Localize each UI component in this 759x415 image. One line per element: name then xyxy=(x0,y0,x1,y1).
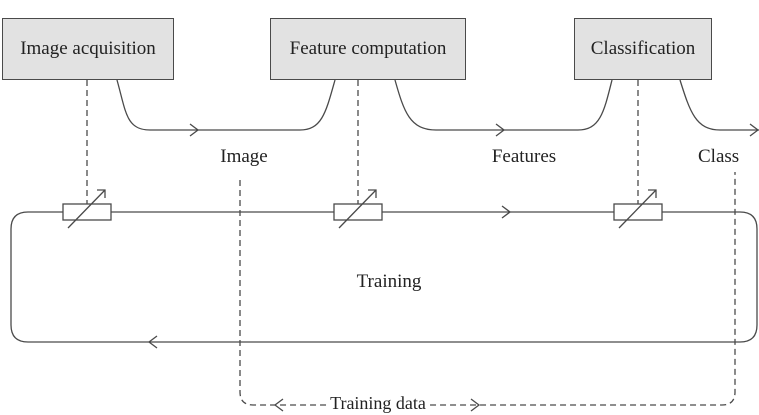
image-acquisition-label: Image acquisition xyxy=(20,38,156,59)
class-label: Class xyxy=(698,146,740,167)
arrowhead-image xyxy=(189,123,200,137)
training-data-label: Training data xyxy=(327,393,429,414)
flow-arrow-to-class xyxy=(679,79,759,131)
flow-arrow-to-features xyxy=(394,79,613,131)
loop-arrowhead-left xyxy=(147,335,158,349)
training-loop xyxy=(10,211,758,343)
flow-arrow-to-image xyxy=(116,79,336,131)
training-label: Training xyxy=(356,271,422,292)
features-label: Features xyxy=(491,146,557,167)
arrowhead-features xyxy=(495,123,506,137)
sensor-image-acquisition xyxy=(62,189,112,229)
classification-label: Classification xyxy=(590,38,696,59)
image-acquisition-box: Image acquisition xyxy=(2,18,174,80)
training-data-arrowhead-right xyxy=(470,398,481,412)
classification-box: Classification xyxy=(574,18,712,80)
arrowhead-class xyxy=(749,123,759,137)
feature-computation-box: Feature computation xyxy=(270,18,466,80)
image-label: Image xyxy=(220,146,268,167)
sensor-classification xyxy=(613,189,663,229)
dashed-taps xyxy=(86,80,639,205)
loop-arrowhead-right xyxy=(501,205,512,219)
feature-computation-label: Feature computation xyxy=(289,38,447,59)
training-data-arrowhead-left xyxy=(273,398,284,412)
sensor-feature-computation xyxy=(333,189,383,229)
